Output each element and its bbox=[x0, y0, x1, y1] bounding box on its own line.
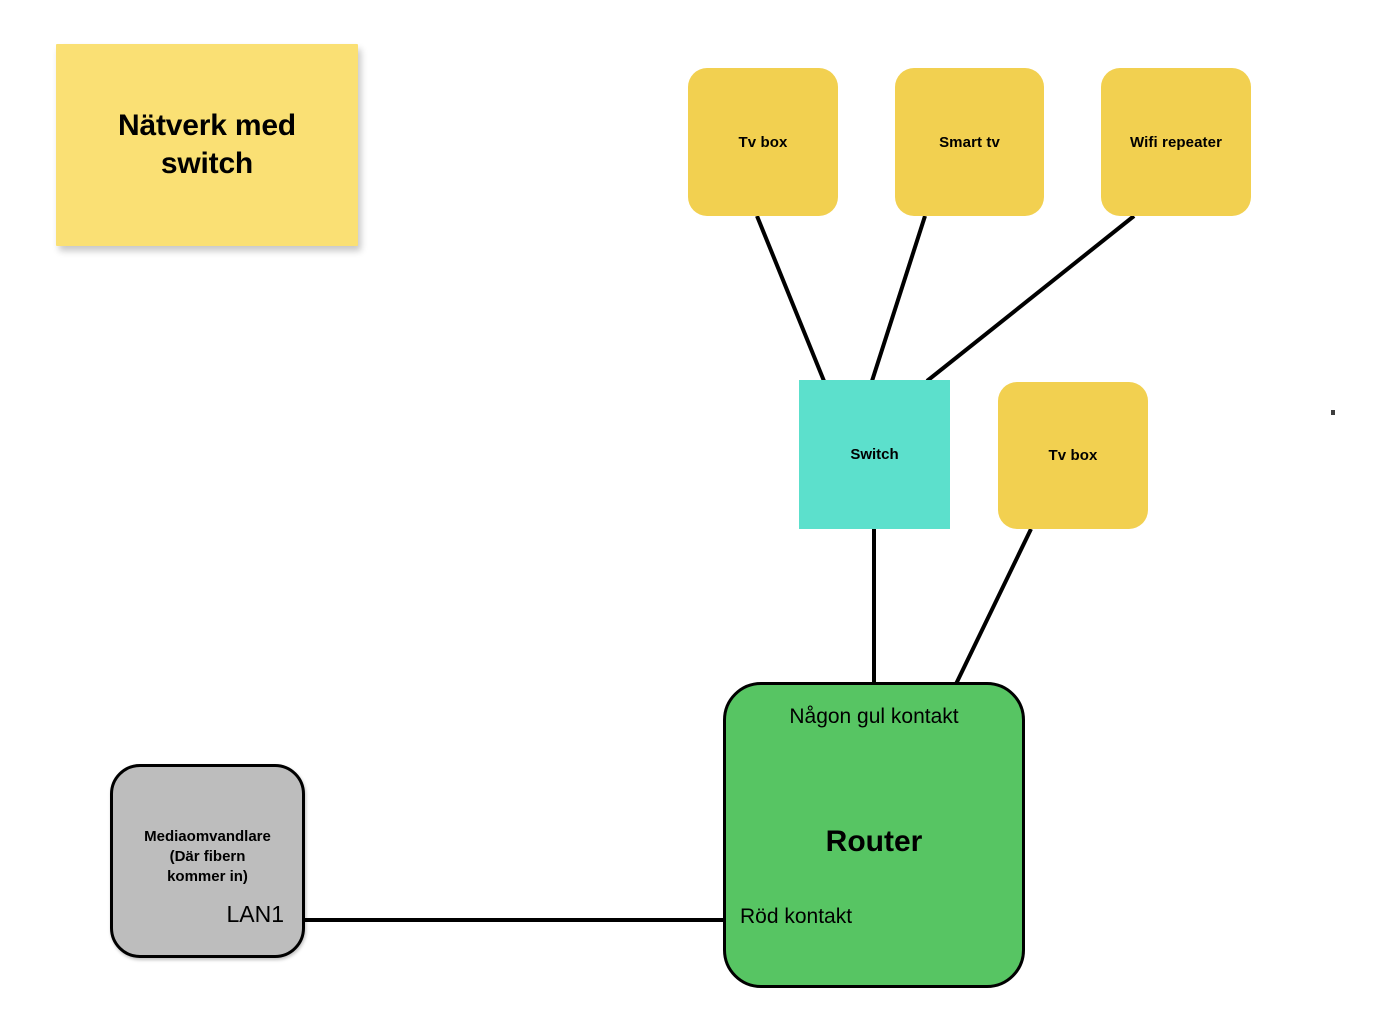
sticky-note: Nätverk med switch bbox=[56, 44, 358, 246]
edge-smarttv-to-switch bbox=[870, 215, 927, 382]
node-router[interactable]: Någon gul kontakt Router Röd kontakt bbox=[723, 682, 1025, 988]
sticky-note-line-1: Nätverk med bbox=[118, 108, 296, 142]
sticky-note-text: Nätverk med switch bbox=[118, 107, 296, 184]
edge-tvbox-to-switch bbox=[755, 215, 826, 382]
node-media-converter[interactable]: Mediaomvandlare (Där fibern kommer in) L… bbox=[110, 764, 305, 958]
node-label: Switch bbox=[850, 446, 899, 463]
media-converter-port-label: LAN1 bbox=[226, 901, 284, 927]
node-tv-box-right[interactable]: Tv box bbox=[998, 382, 1148, 529]
media-converter-title-line-3: kommer in) bbox=[167, 867, 248, 885]
node-label: Wifi repeater bbox=[1129, 133, 1223, 151]
router-bottom-port-label: Röd kontakt bbox=[740, 905, 853, 928]
router-title: Router bbox=[825, 825, 923, 858]
edge-tvboxright-to-router bbox=[954, 528, 1033, 685]
node-smart-tv[interactable]: Smart tv bbox=[895, 68, 1044, 216]
edge-wifirepeater-to-switch bbox=[925, 214, 1136, 383]
node-switch[interactable]: Switch bbox=[799, 380, 950, 529]
stray-dot-mark bbox=[1331, 410, 1335, 415]
media-converter-title-line-2: (Där fibern bbox=[169, 847, 246, 865]
node-label: Tv box bbox=[1048, 447, 1098, 464]
router-top-port-label: Någon gul kontakt bbox=[789, 705, 959, 728]
node-label: Tv box bbox=[738, 133, 788, 151]
media-converter-title-line-1: Mediaomvandlare bbox=[144, 828, 271, 845]
sticky-note-line-2: switch bbox=[160, 147, 254, 180]
node-wifi-repeater[interactable]: Wifi repeater bbox=[1101, 68, 1251, 216]
node-label: Smart tv bbox=[939, 133, 1000, 151]
media-converter-title: Mediaomvandlare (Där fibern kommer in) bbox=[119, 827, 296, 887]
node-tv-box-top[interactable]: Tv box bbox=[688, 68, 838, 216]
